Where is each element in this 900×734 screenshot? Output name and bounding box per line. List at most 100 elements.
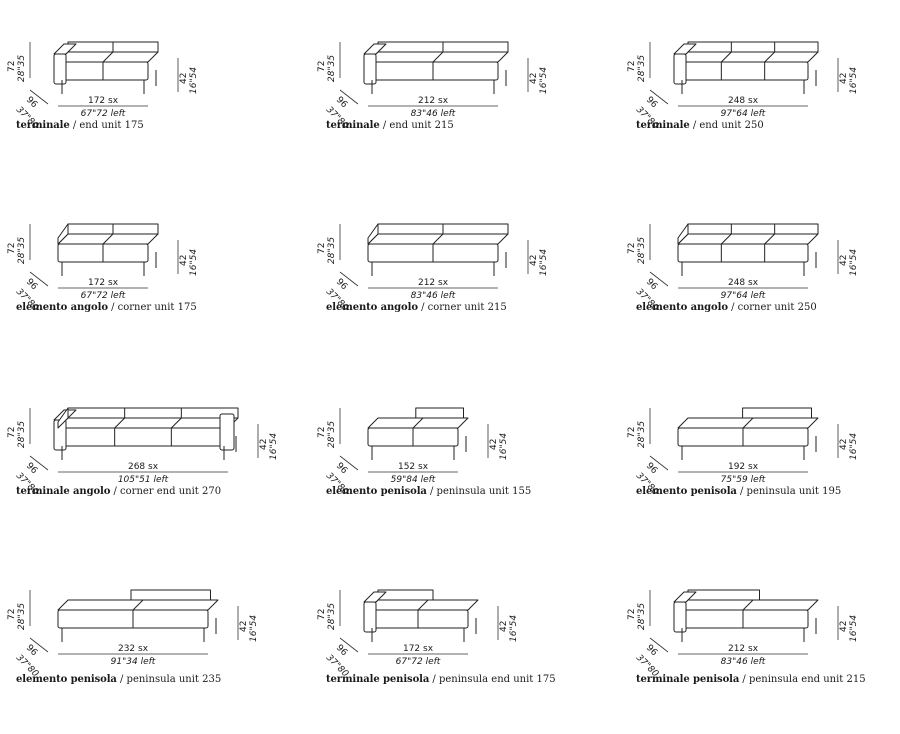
seat-top	[677, 233, 819, 245]
height-in-label: 28"35	[327, 603, 337, 630]
module-caption: elemento angolo / corner unit 175	[16, 302, 197, 313]
seat-height-in-label: 16"54	[189, 249, 199, 276]
depth-dimension-line	[649, 271, 669, 287]
module-name-it: terminale angolo	[16, 486, 111, 497]
width-in-label: 67"72 left	[396, 657, 441, 667]
depth-dimension-line	[29, 637, 49, 653]
module-name-it: terminale	[636, 120, 690, 131]
seat-height-cm-label: 42	[239, 621, 249, 632]
module-cell: 72 28"35 96 37"80 42 16"54 172 sx 67"72 …	[0, 182, 280, 332]
seat-height-in-label: 16"54	[849, 615, 859, 642]
depth-dimension-line	[339, 271, 359, 287]
seat-top	[677, 51, 819, 63]
depth-cm-label: 96	[644, 643, 659, 658]
depth-dimension-line	[339, 89, 359, 105]
corner-side	[57, 223, 69, 245]
dimension-lines	[339, 224, 529, 289]
height-in-label: 28"35	[327, 421, 337, 448]
depth-cm-label: 96	[334, 461, 349, 476]
module-name-en: / peninsula unit 235	[116, 674, 222, 685]
module-caption: elemento angolo / corner unit 215	[326, 302, 507, 313]
dimension-lines	[649, 408, 839, 473]
height-in-label: 28"35	[17, 55, 27, 82]
module-name-en: / corner unit 175	[107, 302, 197, 313]
module-cell: 72 28"35 96 37"80 42 16"54 268 sx 105"51…	[0, 366, 280, 516]
width-in-label: 75"59 left	[721, 475, 766, 485]
width-in-label: 67"72 left	[81, 109, 126, 119]
module-name-it: terminale penisola	[636, 674, 740, 685]
seat-seam	[170, 417, 182, 429]
depth-cm-label: 96	[334, 95, 349, 110]
seat-seam	[412, 417, 424, 429]
module-cell: 72 28"35 96 37"80 42 16"54 248 sx 97"64 …	[620, 182, 900, 332]
depth-dimension-line	[29, 455, 49, 471]
module-name-it: elemento angolo	[636, 302, 728, 313]
armrest	[53, 53, 67, 85]
seat-seam	[114, 417, 126, 429]
sofa-outline	[673, 589, 819, 642]
armrest	[363, 601, 377, 633]
dimension-lines	[29, 408, 259, 473]
seat-seam	[132, 599, 144, 611]
height-cm-label: 72	[7, 609, 17, 620]
seat-height-cm-label: 42	[179, 73, 189, 84]
seat-height-cm-label: 42	[839, 73, 849, 84]
module-name-en: / peninsula end unit 175	[429, 674, 556, 685]
sofa-module-drawing: 72 28"35 96 37"80 42 16"54 212 sx 83"46 …	[317, 41, 549, 131]
seat-height-in-label: 16"54	[269, 433, 279, 460]
depth-cm-label: 96	[24, 461, 39, 476]
seat-height-cm-label: 42	[839, 255, 849, 266]
seat-seam	[764, 51, 776, 63]
width-in-label: 97"64 left	[721, 291, 766, 301]
armrest	[673, 601, 687, 633]
height-in-label: 28"35	[17, 603, 27, 630]
seat-seam	[742, 417, 754, 429]
seat-front	[677, 61, 809, 81]
depth-cm-label: 96	[24, 277, 39, 292]
seat-height-cm-label: 42	[259, 439, 269, 450]
module-cell: 72 28"35 96 37"80 42 16"54 192 sx 75"59 …	[620, 366, 900, 516]
module-cell: 72 28"35 96 37"80 42 16"54 172 sx 67"72 …	[0, 0, 280, 150]
seat-height-cm-label: 42	[839, 621, 849, 632]
sofa-outline	[57, 223, 159, 276]
seat-height-in-label: 16"54	[849, 67, 859, 94]
width-in-label: 97"64 left	[721, 109, 766, 119]
height-cm-label: 72	[317, 427, 327, 438]
seat-seam	[417, 599, 429, 611]
height-in-label: 28"35	[637, 55, 647, 82]
armrest	[673, 53, 687, 85]
seat-height-in-label: 16"54	[539, 249, 549, 276]
depth-cm-label: 96	[644, 95, 659, 110]
width-in-label: 83"46 left	[411, 291, 456, 301]
seat-front	[57, 427, 229, 447]
width-cm-label: 212 sx	[418, 96, 449, 106]
module-name-it: elemento penisola	[16, 674, 117, 685]
sofa-outline	[53, 407, 239, 460]
dimension-lines	[649, 590, 839, 655]
backrest	[415, 407, 464, 419]
dimension-lines	[649, 224, 839, 289]
height-cm-label: 72	[627, 609, 637, 620]
seat-height-in-label: 16"54	[249, 615, 259, 642]
dimension-lines	[29, 590, 239, 655]
module-caption: terminale penisola / peninsula end unit …	[636, 674, 866, 685]
width-cm-label: 192 sx	[728, 462, 759, 472]
sofa-module-drawing: 72 28"35 96 37"80 42 16"54 212 sx 83"46 …	[627, 589, 859, 679]
sofa-module-drawing: 72 28"35 96 37"80 42 16"54 212 sx 83"46 …	[317, 223, 549, 313]
depth-dimension-line	[649, 89, 669, 105]
sofa-outline	[677, 407, 819, 460]
module-caption: terminale / end unit 215	[326, 120, 454, 131]
dimension-lines	[339, 42, 529, 107]
width-cm-label: 212 sx	[418, 278, 449, 288]
sofa-module-drawing: 72 28"35 96 37"80 42 16"54 248 sx 97"64 …	[627, 223, 859, 313]
depth-cm-label: 96	[644, 461, 659, 476]
sofa-outline	[363, 41, 509, 94]
right-armrest	[219, 413, 235, 451]
height-cm-label: 72	[627, 243, 637, 254]
module-caption: terminale / end unit 175	[16, 120, 144, 131]
module-name-en: / peninsula unit 195	[736, 486, 842, 497]
depth-dimension-line	[29, 271, 49, 287]
depth-dimension-line	[649, 637, 669, 653]
seat-top	[57, 417, 239, 429]
sofa-module-drawing: 72 28"35 96 37"80 42 16"54 172 sx 67"72 …	[7, 41, 199, 131]
